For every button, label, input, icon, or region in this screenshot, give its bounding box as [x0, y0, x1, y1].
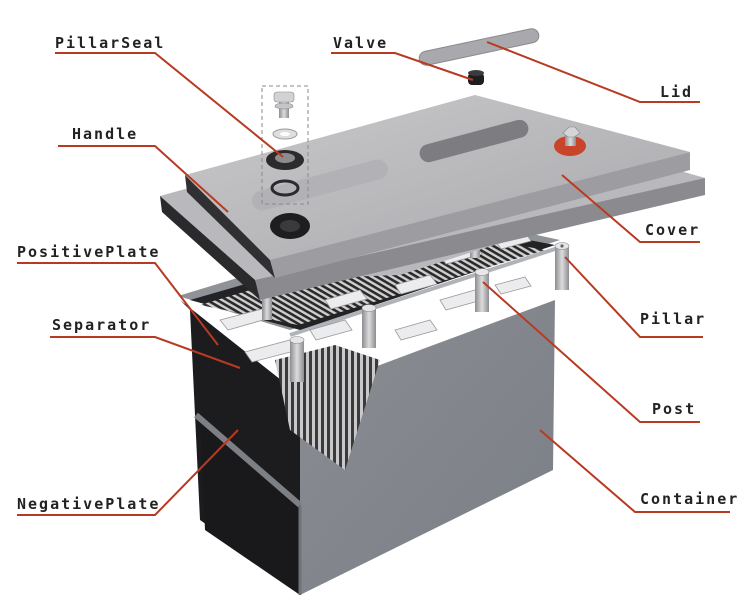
label-cover: Cover — [645, 221, 700, 239]
label-pillar: Pillar — [640, 310, 706, 328]
label-container: Container — [640, 490, 739, 508]
valve — [468, 73, 484, 85]
container-band — [194, 412, 302, 508]
label-pillar-seal: PillarSeal — [55, 34, 165, 52]
label-separator: Separator — [52, 316, 151, 334]
cover-lip-front — [255, 178, 705, 300]
container-rim-highlight — [289, 246, 559, 337]
post — [475, 272, 489, 312]
leader-positive-plate — [17, 262, 219, 346]
vent-channel — [419, 119, 529, 163]
container-lower-left — [200, 420, 300, 595]
pillar-seal-assembly — [261, 85, 309, 205]
bolt — [273, 91, 295, 118]
label-positive-plate: PositivePlate — [17, 243, 160, 261]
leader-lid — [486, 41, 700, 103]
o-ring — [270, 179, 300, 197]
label-lid: Lid — [660, 83, 693, 101]
label-negative-plate: NegativePlate — [17, 495, 160, 513]
handle-slot — [252, 159, 388, 211]
leader-pillar — [564, 256, 703, 338]
cover-top — [185, 95, 690, 260]
lid — [418, 28, 540, 66]
cover-top-front — [270, 152, 690, 278]
leader-pillar-seal — [55, 52, 284, 158]
leader-handle — [58, 145, 229, 213]
leader-container — [539, 429, 730, 513]
pillar — [555, 246, 569, 290]
leader-cover — [561, 174, 700, 243]
cover — [160, 95, 705, 300]
leader-valve — [331, 52, 474, 81]
label-handle: Handle — [72, 125, 138, 143]
label-valve: Valve — [333, 34, 388, 52]
leader-post — [482, 281, 700, 423]
leader-separator — [50, 336, 241, 369]
leader-negative-plate — [17, 429, 239, 516]
labels: PillarSeal Valve Lid Handle Cover Positi… — [17, 34, 739, 513]
connector-straps — [219, 231, 532, 363]
cover-top-left — [185, 175, 275, 278]
leader-lines — [17, 41, 730, 516]
cover-lip-left — [160, 196, 260, 300]
label-post: Post — [652, 400, 696, 418]
dashed-outline — [261, 85, 309, 205]
